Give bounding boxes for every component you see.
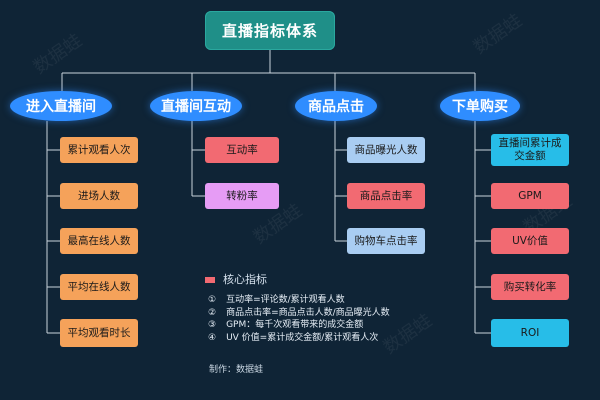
legend-swatch bbox=[205, 277, 215, 283]
core-metric-box: 商品点击率 bbox=[347, 183, 425, 209]
metric-box: 转粉率 bbox=[205, 183, 279, 209]
metric-box: 购物车点击率 bbox=[347, 228, 425, 254]
core-metric-box: 互动率 bbox=[205, 137, 279, 163]
category-product-click: 商品点击 bbox=[295, 91, 377, 121]
diagram-title: 直播指标体系 bbox=[205, 11, 335, 50]
category-enter-room: 进入直播间 bbox=[10, 91, 112, 121]
metric-box: 进场人数 bbox=[60, 183, 138, 209]
metric-box: 平均观看时长 bbox=[60, 319, 138, 347]
core-metric-box: UV价值 bbox=[491, 228, 569, 254]
core-metric-box: GPM bbox=[491, 183, 569, 209]
metric-box: 平均在线人数 bbox=[60, 274, 138, 300]
metric-box: 最高在线人数 bbox=[60, 228, 138, 254]
category-interaction: 直播间互动 bbox=[150, 91, 242, 121]
legend-label: 核心指标 bbox=[223, 273, 267, 286]
metric-box: 商品曝光人数 bbox=[347, 137, 425, 163]
metric-box: 累计观看人次 bbox=[60, 137, 138, 163]
core-metric-box: 购买转化率 bbox=[491, 274, 569, 300]
credit-text: 制作：数据蛙 bbox=[209, 365, 264, 375]
watermark: 数据蛙 bbox=[29, 30, 87, 79]
category-purchase: 下单购买 bbox=[440, 91, 520, 121]
metric-box: 直播间累计成交金额 bbox=[491, 134, 569, 166]
legend: 核心指标 bbox=[205, 271, 267, 287]
watermark: 数据蛙 bbox=[469, 10, 526, 59]
metric-box: ROI bbox=[491, 319, 569, 347]
